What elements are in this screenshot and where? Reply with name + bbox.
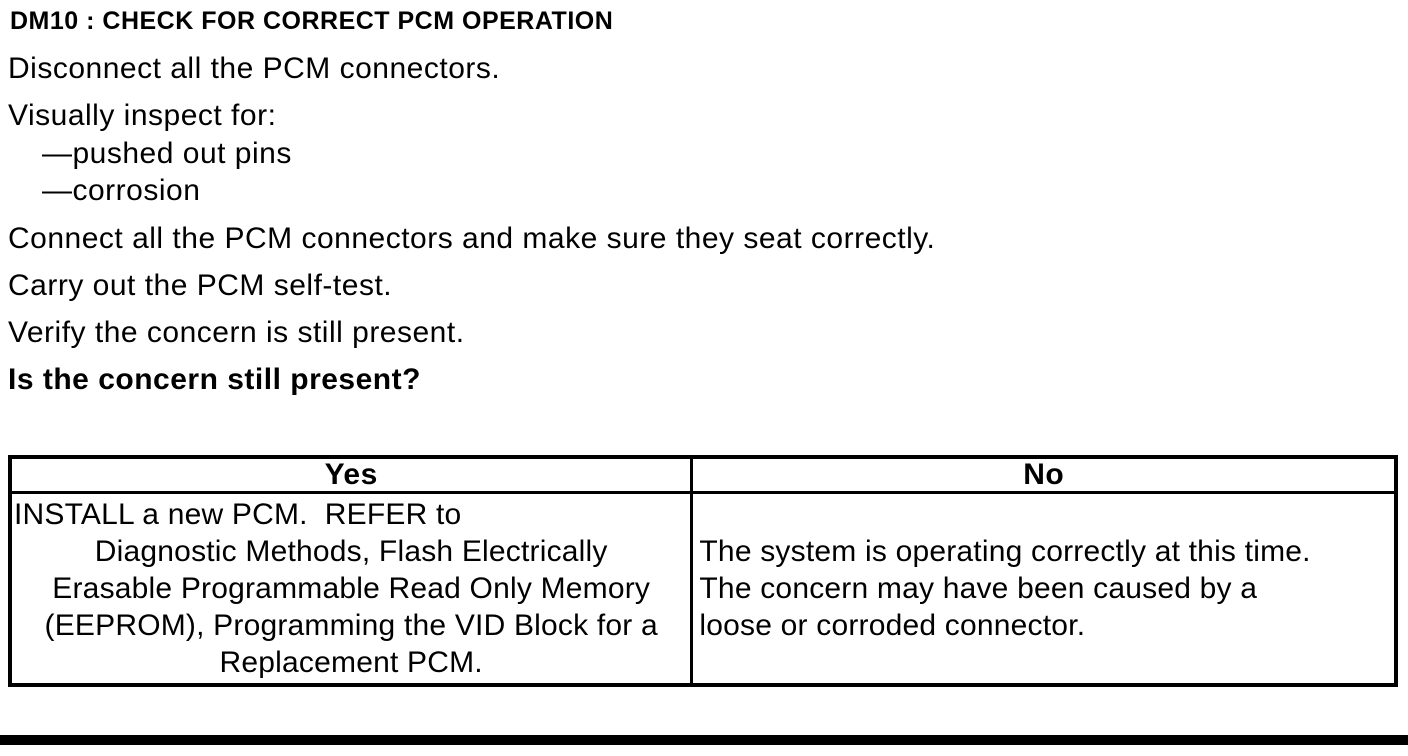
step-verify-concern: Verify the concern is still present. bbox=[8, 316, 465, 349]
decision-table-body-row: INSTALL a new PCM. REFER to Diagnostic M… bbox=[10, 492, 1396, 686]
no-action-line: loose or corroded connector. bbox=[699, 609, 1086, 642]
procedure-heading: DM10 : CHECK FOR CORRECT PCM OPERATION bbox=[10, 7, 614, 35]
step-self-test: Carry out the PCM self-test. bbox=[8, 269, 393, 302]
inspection-item-corrosion: —corrosion bbox=[42, 174, 201, 207]
yes-action-line: (EEPROM), Programming the VID Block for … bbox=[44, 609, 658, 642]
yes-column-header: Yes bbox=[10, 457, 694, 494]
service-manual-page: DM10 : CHECK FOR CORRECT PCM OPERATION D… bbox=[0, 6, 1408, 756]
yes-action-line: Diagnostic Methods, Flash Electrically bbox=[94, 535, 608, 568]
decision-table-header-row: Yes No bbox=[10, 457, 1396, 494]
decision-table: Yes No INSTALL a new PCM. REFER to Diagn… bbox=[8, 455, 1398, 687]
yes-action-line: Erasable Programmable Read Only Memory bbox=[52, 572, 651, 605]
no-action-line: The concern may have been caused by a bbox=[699, 572, 1258, 605]
inspection-item-pushed-out-pins: —pushed out pins bbox=[42, 137, 292, 170]
no-column-header: No bbox=[691, 457, 1396, 494]
question-text: Is the concern still present? bbox=[8, 363, 421, 396]
step-visually-inspect: Visually inspect for: bbox=[8, 99, 277, 132]
next-section-top-border bbox=[0, 735, 1408, 745]
no-action-line: The system is operating correctly at thi… bbox=[699, 535, 1311, 568]
step-connect-connectors: Connect all the PCM connectors and make … bbox=[8, 222, 936, 255]
inspection-list: —pushed out pins —corrosion bbox=[0, 135, 1408, 209]
yes-action-line: Replacement PCM. bbox=[219, 646, 483, 679]
yes-action-line: INSTALL a new PCM. REFER to bbox=[14, 498, 462, 531]
yes-action-cell: INSTALL a new PCM. REFER to Diagnostic M… bbox=[10, 492, 694, 685]
no-action-cell: The system is operating correctly at thi… bbox=[692, 493, 1396, 686]
step-disconnect-connectors: Disconnect all the PCM connectors. bbox=[8, 52, 501, 85]
